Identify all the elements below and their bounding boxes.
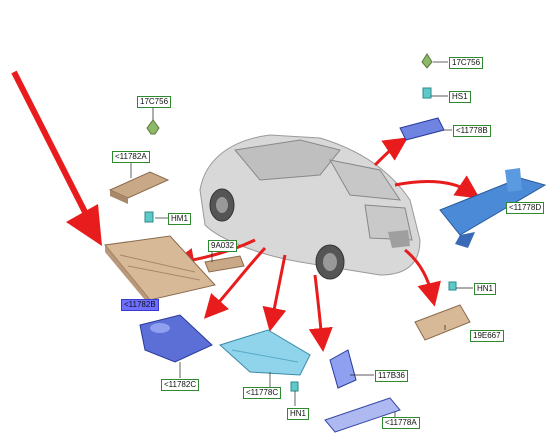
right-plate <box>414 304 471 341</box>
clip-17c756-left <box>146 110 160 135</box>
label-19e667: 19E667 <box>470 330 504 342</box>
main-under-shield <box>104 235 216 306</box>
label-hm1: HM1 <box>168 213 191 225</box>
bracket-part <box>204 255 245 273</box>
middle-shield <box>219 329 311 376</box>
clip-hn1-bottom <box>290 381 299 392</box>
label-11778d: <11778D <box>506 202 545 214</box>
clip-hs1 <box>422 87 432 99</box>
label-11782c: <11782C <box>161 379 200 391</box>
label-hn1-bottom: HN1 <box>287 408 310 420</box>
clip-hn1-right <box>448 281 457 291</box>
label-17c756-left: 17C756 <box>137 96 172 108</box>
label-117b36: 117B36 <box>375 370 408 382</box>
top-right-plate <box>399 117 445 141</box>
label-11778a: <11778A <box>382 417 420 429</box>
front-shield <box>139 314 213 363</box>
label-11778b: <11778B <box>453 125 491 137</box>
bottom-bracket <box>329 349 357 389</box>
clip-hm1 <box>144 211 154 223</box>
label-11782a: <11782A <box>112 151 150 163</box>
label-hn1-right: HN1 <box>474 283 497 295</box>
big-red-arrow <box>11 70 102 246</box>
right-beam <box>439 168 547 248</box>
label-17c756-right: 17C756 <box>449 57 484 69</box>
label-9a032: 9A032 <box>208 240 238 252</box>
label-11782b: <11782B <box>121 299 159 311</box>
clip-17c756-right <box>421 53 433 69</box>
left-upper-plate <box>108 171 170 204</box>
label-hs1: HS1 <box>449 91 471 103</box>
label-11778c: <11778C <box>243 387 282 399</box>
bottom-right-shield <box>324 397 401 433</box>
